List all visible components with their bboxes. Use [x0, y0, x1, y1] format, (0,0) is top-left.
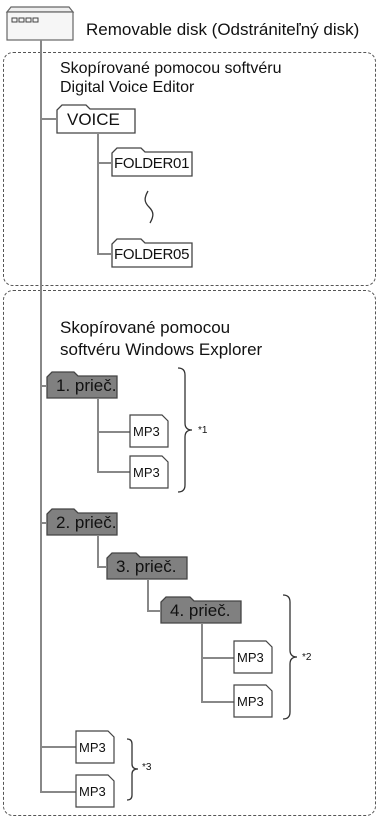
mp3-f-label: MP3: [79, 784, 106, 799]
folder-icon-4: [160, 596, 242, 624]
connector-folder4: [147, 610, 160, 612]
folder05-label: FOLDER05: [114, 246, 190, 263]
group-digital-voice-editor: [3, 52, 376, 286]
file-icon-mp3-b: [129, 455, 169, 489]
group2-caption-line1: Skopírované pomocou: [60, 318, 231, 337]
folder-icon-voice: [56, 104, 136, 134]
folder1-label: 1. prieč.: [56, 376, 117, 395]
connector-mp3-d: [201, 701, 234, 703]
file-icon-mp3-f: [75, 774, 115, 808]
folder-icon-folder05: [111, 238, 193, 268]
mp3-c-label: MP3: [237, 650, 264, 665]
note-3: *3: [142, 762, 152, 773]
folder1-subtree: [97, 399, 99, 471]
file-icon-mp3-c: [233, 640, 273, 674]
removable-disk-icon: [5, 6, 75, 41]
folder-icon-1: [46, 371, 118, 399]
folder-icon-3: [106, 552, 188, 580]
tree-trunk-tail: [40, 765, 42, 792]
brace-icon-3: [126, 738, 139, 801]
group-windows-explorer: [3, 290, 376, 816]
folder4-label: 4. prieč.: [170, 601, 231, 620]
wavy-continuation-icon: [144, 190, 154, 224]
folder3-label: 3. prieč.: [116, 557, 177, 576]
file-icon-mp3-d: [233, 684, 273, 718]
connector-voice: [40, 118, 56, 120]
folder3-subtree: [147, 580, 149, 610]
note-1: *1: [198, 425, 208, 436]
group2-caption-line2: softvéru Windows Explorer: [60, 340, 263, 359]
folder-voice-label: VOICE: [67, 110, 120, 129]
group1-caption-line1: Skopírované pomocou softvéru: [60, 60, 282, 77]
folder2-subtree: [97, 536, 99, 566]
connector-mp3-b: [97, 471, 130, 473]
file-icon-mp3-a: [129, 414, 169, 448]
group1-caption-line2: Digital Voice Editor: [60, 79, 195, 96]
folder4-subtree: [201, 624, 203, 702]
connector-mp3-e: [40, 746, 76, 748]
mp3-e-label: MP3: [79, 740, 106, 755]
connector-folder3: [97, 566, 106, 568]
mp3-a-label: MP3: [133, 424, 160, 439]
mp3-d-label: MP3: [237, 694, 264, 709]
folder01-label: FOLDER01: [114, 155, 190, 172]
voice-subtree-line: [97, 134, 99, 254]
file-icon-mp3-e: [75, 730, 115, 764]
note-2: *2: [302, 652, 312, 663]
connector-mp3-a: [97, 431, 130, 433]
connector-folder2: [40, 522, 46, 524]
folder2-label: 2. prieč.: [56, 513, 117, 532]
tree-trunk: [40, 40, 42, 765]
connector-mp3-f2: [40, 791, 76, 793]
connector-folder1: [40, 385, 46, 387]
brace-icon-1: [177, 367, 193, 493]
mp3-b-label: MP3: [133, 465, 160, 480]
connector-mp3-c: [201, 657, 234, 659]
brace-icon-2: [282, 594, 298, 720]
folder-icon-2: [46, 508, 118, 536]
root-label: Removable disk (Odstrániteľný disk): [86, 20, 360, 39]
folder-icon-folder01: [111, 147, 193, 177]
connector-folder01: [97, 162, 111, 164]
connector-folder05: [97, 253, 111, 255]
